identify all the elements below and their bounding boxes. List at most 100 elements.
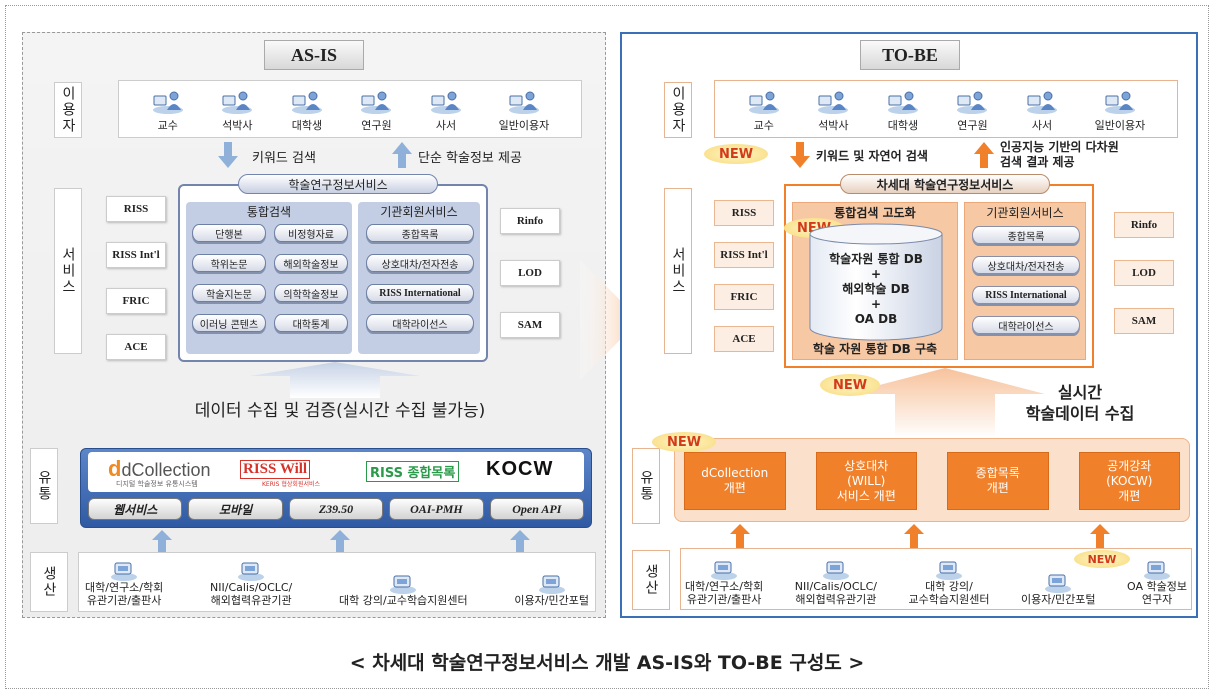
producer-label: 대학/연구소/학회 유관기관/출판사: [85, 581, 164, 607]
producer-item: OA 학술정보 연구자: [1127, 560, 1187, 606]
tobe-arrow-up: [974, 142, 994, 168]
user-icon: [887, 91, 918, 114]
dcollection-logo-sub: 디지털 학술정보 유통시스템: [116, 480, 198, 488]
user-icon: [1104, 91, 1135, 114]
producer-label: 대학 강의/ 교수학습지원센터: [908, 580, 990, 606]
user-item: 교수: [151, 90, 185, 133]
tobe-arrow-down: [790, 142, 810, 168]
producer-label: NII/Calis/OCLC/ 해외협력유관기관: [794, 580, 878, 606]
integrated-search-item: 의학학술정보: [274, 284, 348, 302]
asis-service-title: 학술연구정보서비스: [238, 174, 438, 194]
user-icon: [222, 91, 253, 114]
riss-will-logo-sub: KERIS 협상회원서비스: [262, 481, 321, 488]
user-item: 일반이용자: [498, 90, 550, 133]
db-line: 학술자원 통합 DB: [829, 252, 923, 266]
vertical-label-text: 생산: [41, 566, 57, 598]
tobe-member-service-title: 기관회원서비스: [986, 206, 1064, 220]
user-label: 사서: [1031, 119, 1053, 132]
tobe-user-label: 이용자: [664, 82, 692, 138]
user-label: 일반이용자: [1094, 119, 1146, 132]
db-line: +: [870, 297, 882, 311]
asis-arrow-down: [218, 142, 238, 168]
riss-catalog-logo: RISS 종합목록: [366, 461, 460, 482]
member-service-item: 종합목록: [972, 226, 1080, 244]
user-label: 석박사: [818, 119, 849, 132]
user-icon: [748, 91, 779, 114]
producer-item: 대학 강의/교수학습지원센터: [339, 574, 468, 607]
producer-icon: [111, 562, 138, 581]
user-item: 대학생: [290, 90, 324, 133]
side-box: Rinfo: [500, 208, 560, 234]
integrated-search-item: 대학통계: [274, 314, 348, 332]
user-label: 석박사: [222, 119, 253, 132]
user-icon: [818, 91, 849, 114]
user-label: 사서: [435, 119, 457, 132]
producer-icon: [1045, 574, 1072, 593]
vertical-label-text: 생산: [643, 564, 659, 596]
transition-arrow: [580, 260, 640, 380]
asis-collect-arrow: [250, 362, 420, 398]
producer-item: 이용자/민간포털: [1021, 573, 1096, 606]
figure-frame: [5, 5, 1209, 689]
asis-producers: 대학/연구소/학회 유관기관/출판사 NII/Calis/OCLC/ 해외협력유관…: [78, 552, 596, 612]
vertical-label-text: 유통: [638, 470, 654, 502]
db-line: 해외학술 DB: [842, 282, 910, 296]
member-service-item: RISS International: [366, 284, 474, 302]
producer-item: NII/Calis/OCLC/ 해외협력유관기관: [795, 560, 877, 606]
tobe-prod-arrow-3: [1090, 524, 1110, 548]
user-label: 일반이용자: [498, 119, 550, 132]
db-line: OA DB: [854, 312, 898, 326]
kocw-logo: KOCW: [486, 458, 554, 480]
side-box: ACE: [714, 326, 774, 352]
producer-item: 이용자/민간포털: [514, 574, 589, 607]
user-icon: [361, 91, 392, 114]
user-label: 대학생: [887, 119, 919, 132]
tobe-db-cylinder: [809, 223, 943, 341]
producer-label: NII/Calis/OCLC/ 해외협력유관기관: [210, 581, 293, 607]
member-service-item: 상호대차/전자전송: [366, 254, 474, 272]
user-item: 사서: [429, 90, 463, 133]
integrated-search-item: 학위논문: [192, 254, 266, 272]
tobe-db-text: 학술자원 통합 DB+해외학술 DB+OA DB: [808, 252, 944, 327]
asis-title: AS-IS: [264, 40, 364, 70]
producer-label: 이용자/민간포털: [514, 594, 589, 607]
producer-icon: [390, 575, 417, 594]
user-label: 교수: [157, 119, 178, 132]
producer-icon: [711, 561, 738, 580]
member-service-item: 상호대차/전자전송: [972, 256, 1080, 274]
user-item: 석박사: [220, 90, 254, 133]
user-icon: [1027, 91, 1058, 114]
member-service-item: 종합목록: [366, 224, 474, 242]
dist-box: 종합목록 개편: [947, 452, 1049, 510]
vertical-label-text: 서비스: [670, 247, 686, 295]
asis-prod-arrow-3: [510, 530, 530, 552]
tobe-keyword-search: 키워드 및 자연어 검색: [816, 149, 928, 163]
channel-band: 모바일: [188, 498, 283, 520]
tobe-collect-arrow: [845, 368, 1045, 438]
tobe-new-badge-3: NEW: [820, 374, 880, 396]
asis-prod-label: 생산: [30, 552, 68, 612]
side-box: LOD: [500, 260, 560, 286]
channel-band: OAI-PMH: [389, 498, 484, 520]
member-service-item: RISS International: [972, 286, 1080, 304]
tobe-prod-arrow-1: [730, 524, 750, 548]
asis-prod-arrow-2: [330, 530, 350, 552]
asis-keyword-search: 키워드 검색: [252, 151, 316, 166]
side-box: RISS Int'l: [106, 242, 166, 268]
dcollection-logo: ddCollection: [108, 456, 211, 481]
tobe-integrated-search-title: 통합검색 고도화: [834, 206, 916, 220]
tobe-new-badge-4: NEW: [652, 432, 716, 452]
tobe-prod-arrow-2: [904, 524, 924, 548]
side-box: SAM: [1114, 308, 1174, 334]
side-box: LOD: [1114, 260, 1174, 286]
integrated-search-item: 이러닝 콘텐츠: [192, 314, 266, 332]
side-box: Rinfo: [1114, 212, 1174, 238]
